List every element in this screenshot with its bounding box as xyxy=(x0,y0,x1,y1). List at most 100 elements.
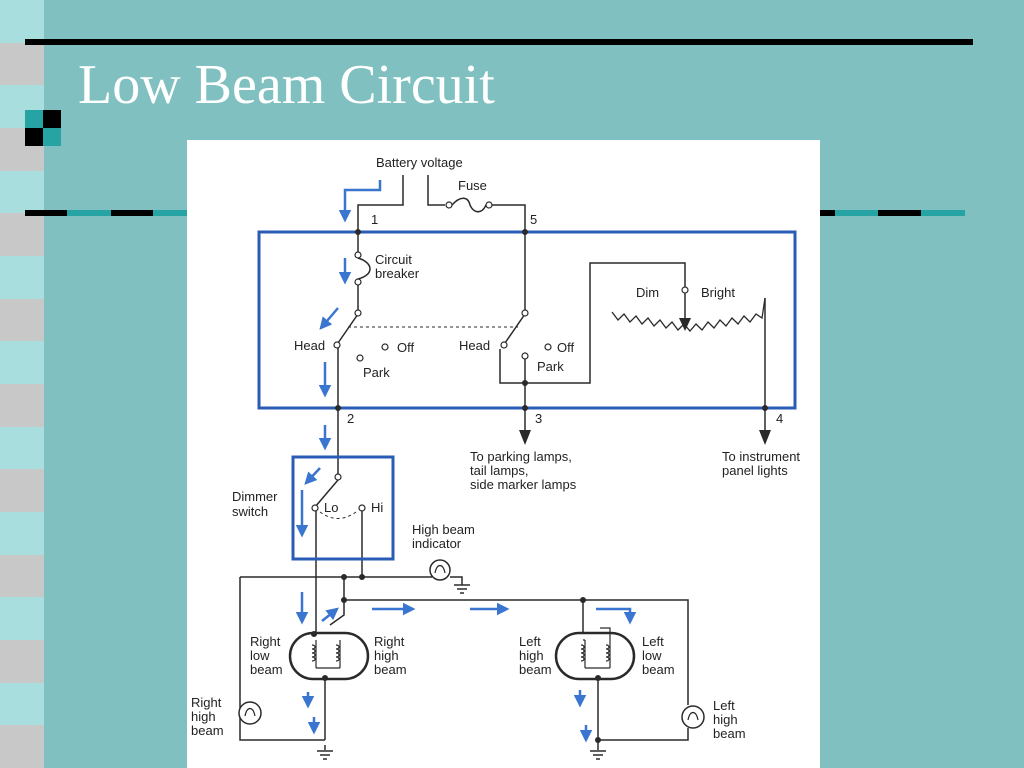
strip-block xyxy=(0,0,44,43)
label-left-high-1: Left xyxy=(519,634,541,649)
strip-block xyxy=(0,682,44,726)
label-high-beam-indicator-1: High beam xyxy=(412,522,475,537)
head-contact-right xyxy=(500,341,508,349)
label-right-high-1: Right xyxy=(374,634,405,649)
bullet-square-teal-tl xyxy=(25,110,43,128)
ground-icon xyxy=(590,750,606,760)
dim-contact xyxy=(681,286,689,294)
strip-block xyxy=(0,213,44,256)
switch-pivot-right xyxy=(521,309,529,317)
title-bullet-icon xyxy=(25,110,61,146)
terminal-2-node xyxy=(335,405,341,411)
park-contact-right xyxy=(521,352,529,360)
label-right-high-lamp-2: high xyxy=(191,709,216,724)
label-right-low-1: Right xyxy=(250,634,281,649)
terminal-4-node xyxy=(762,405,768,411)
junction-dot xyxy=(322,675,328,681)
lamp-filament xyxy=(434,564,446,574)
label-right-high-3: beam xyxy=(374,662,407,677)
dimmer-pivot xyxy=(334,473,342,481)
junction-dot xyxy=(580,597,586,603)
label-park-right: Park xyxy=(537,359,564,374)
fuse-terminal xyxy=(445,201,453,209)
label-terminal-1: 1 xyxy=(371,212,378,227)
label-right-high-2: high xyxy=(374,648,399,663)
junction-dot xyxy=(341,597,347,603)
rule-segment xyxy=(921,210,965,216)
bullet-square-dark-tr xyxy=(43,110,61,128)
fuse-terminal xyxy=(485,201,493,209)
label-parking-line-2: tail lamps, xyxy=(470,463,529,478)
fuse-icon xyxy=(451,197,487,213)
label-left-high-lamp-1: Left xyxy=(713,698,735,713)
breaker-contact xyxy=(354,251,362,259)
strip-block xyxy=(0,426,44,470)
label-lo: Lo xyxy=(324,500,338,515)
label-head-left: Head xyxy=(294,338,325,353)
label-instrument-line-2: panel lights xyxy=(722,463,788,478)
label-terminal-2: 2 xyxy=(347,411,354,426)
label-off-right: Off xyxy=(557,340,574,355)
label-parking-line-3: side marker lamps xyxy=(470,477,577,492)
junction-dot xyxy=(595,675,601,681)
rule-segment xyxy=(878,210,921,216)
label-terminal-4: 4 xyxy=(776,411,783,426)
label-bright: Bright xyxy=(701,285,735,300)
strip-block xyxy=(0,170,44,214)
label-fuse: Fuse xyxy=(458,178,487,193)
label-left-high-3: beam xyxy=(519,662,552,677)
rule-segment xyxy=(153,210,190,216)
lamp-filament xyxy=(244,707,256,717)
divider-rule-left xyxy=(25,210,190,216)
output-arrow-parking xyxy=(519,430,531,445)
dimmer-lo-contact xyxy=(311,504,319,512)
label-head-right: Head xyxy=(459,338,490,353)
label-left-high-lamp-3: beam xyxy=(713,726,746,741)
low-beam-circuit-diagram: Battery voltage Fuse 1 5 Circuit breaker… xyxy=(187,140,820,768)
left-low-filament xyxy=(605,640,611,668)
label-left-low-2: low xyxy=(642,648,662,663)
left-high-beam-lamp-icon xyxy=(681,705,705,729)
circuit-wires xyxy=(239,175,766,750)
label-right-high-lamp-1: Right xyxy=(191,695,222,710)
rule-segment xyxy=(25,210,67,216)
strip-block xyxy=(0,256,44,299)
junction-dot xyxy=(311,631,317,637)
rheostat-resistor-icon xyxy=(611,297,766,332)
dimmer-arc-dashed xyxy=(319,511,357,519)
label-right-low-2: low xyxy=(250,648,270,663)
circuit-breaker-icon xyxy=(357,257,371,280)
ground-icon xyxy=(454,584,470,594)
strip-block xyxy=(0,554,44,598)
bullet-square-teal-br xyxy=(43,128,61,146)
label-left-high-lamp-2: high xyxy=(713,712,738,727)
junction-dot xyxy=(359,574,365,580)
right-headlamp-icon xyxy=(288,631,370,681)
left-high-filament xyxy=(580,640,586,668)
label-dim: Dim xyxy=(636,285,659,300)
ground-icon xyxy=(317,750,333,760)
strip-block xyxy=(0,298,44,342)
strip-block xyxy=(0,725,44,768)
strip-block xyxy=(0,597,44,640)
dimmer-switch-box xyxy=(291,455,395,561)
strip-block xyxy=(0,384,44,427)
rule-segment xyxy=(67,210,111,216)
rule-segment xyxy=(820,210,835,216)
off-contact-right xyxy=(544,343,552,351)
label-instrument-line-1: To instrument xyxy=(722,449,800,464)
label-park-left: Park xyxy=(363,365,390,380)
label-switch: switch xyxy=(232,504,268,519)
high-beam-indicator-lamp-icon xyxy=(429,559,451,581)
right-high-filament xyxy=(335,640,341,668)
rheostat-wiper-arrow xyxy=(679,318,691,331)
label-dimmer: Dimmer xyxy=(232,489,278,504)
label-battery-voltage: Battery voltage xyxy=(376,155,463,170)
strip-block xyxy=(0,469,44,512)
label-right-high-lamp-3: beam xyxy=(191,723,224,738)
label-off-left: Off xyxy=(397,340,414,355)
park-contact-left xyxy=(356,354,364,362)
off-contact-left xyxy=(381,343,389,351)
right-low-filament xyxy=(311,640,317,668)
bullet-square-dark-bl xyxy=(25,128,43,146)
